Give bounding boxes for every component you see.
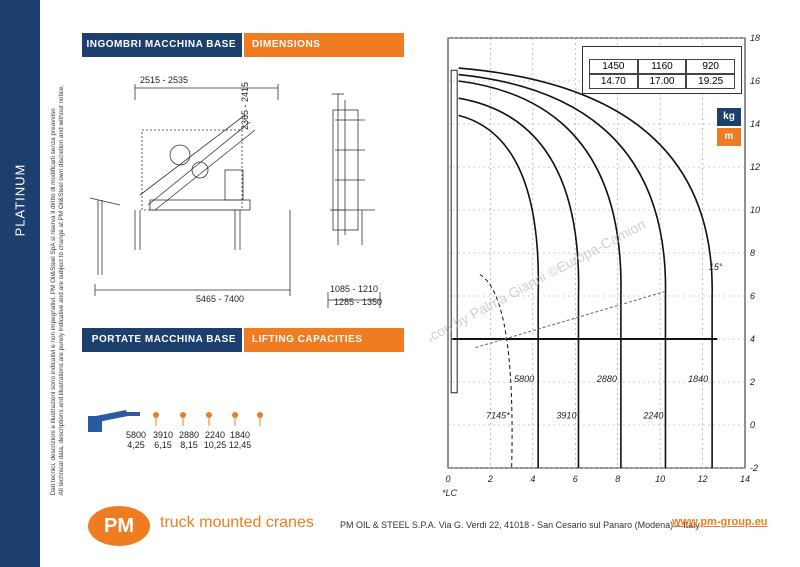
pm-logo: PM [88,506,150,546]
crane-column [450,69,458,394]
load-label: 3910 [556,411,576,421]
y-tick-label: 2 [749,377,755,387]
x-tick-label: 12 [698,474,708,484]
capacity-2-m: 6,15 [154,440,172,450]
reach-curve [458,80,622,468]
boom-angled [475,291,665,349]
load-label: 2880 [596,374,617,384]
capacity-4-kg: 2240 [204,430,226,440]
legend-r2c3: 19.25 [686,74,735,89]
disclaimer-it: Dati tecnici, descrizioni e illustrazion… [50,108,57,496]
capacity-crane-icon [88,410,263,432]
capacity-5-m: 12,45 [228,440,252,450]
dim-rear-1: 1085 - 1210 [330,284,379,294]
watermark: Falcon by Palma Gianni ©Europa-Camion [430,216,648,353]
reach-curve [458,114,540,468]
x-tick-label: 8 [615,474,620,484]
legend-r2c2: 17.00 [637,74,687,89]
capacity-1-kg: 5800 [125,430,147,440]
unit-kg: kg [717,108,741,126]
y-tick-label: 18 [750,33,760,43]
reach-curve-dashed [479,274,513,469]
x-tick-label: 10 [655,474,665,484]
legend-r1c1: 1450 [589,59,638,74]
y-tick-label: 16 [750,76,760,86]
x-tick-label: 14 [740,474,750,484]
y-tick-label: 14 [750,119,760,129]
capacity-3-m: 8,15 [180,440,198,450]
footer-slogan: truck mounted cranes [160,514,314,531]
capacity-5-kg: 1840 [229,430,251,440]
y-tick-label: 0 [750,420,755,430]
capacities-header-it: PORTATE MACCHINA BASE [82,328,242,352]
legend-grid: 1450 1160 920 14.70 17.00 19.25 [589,59,735,89]
capacities-header-en: LIFTING CAPACITIES [244,328,404,352]
legend-box: 1450 1160 920 14.70 17.00 19.25 [582,46,742,94]
capacity-3-kg: 2880 [178,430,200,440]
dimensions-header-en: DIMENSIONS [244,33,404,57]
dim-length-bottom: 5465 - 7400 [196,294,245,304]
reach-curve [458,97,580,468]
dimensions-drawing [89,84,381,308]
disclaimer-en: All technical data, descriptions and ill… [58,84,65,496]
y-tick-label: 12 [750,162,760,172]
dim-width-top: 2515 - 2535 [140,75,189,85]
capacity-2-kg: 3910 [152,430,174,440]
capacity-1-m: 4,25 [127,440,145,450]
disclaimer: Dati tecnici, descrizioni e illustrazion… [50,85,66,496]
legend-r2c1: 14.70 [589,74,638,89]
reach-curve [458,67,713,468]
footer-address: PM OIL & STEEL S.P.A. Via G. Verdi 22, 4… [340,520,700,530]
y-tick-label: 10 [750,205,760,215]
x-tick-label: 4 [530,474,535,484]
y-tick-label: 8 [750,248,755,258]
load-label: 2240 [642,411,663,421]
reach-curve [458,73,667,468]
load-label: 7145* [486,411,510,421]
x-axis-label: *LC [442,488,458,498]
dim-height-side: 2365 - 2415 [240,81,250,130]
angle-label: 15° [709,262,723,272]
capacity-4-m: 10,25 [203,440,227,450]
x-tick-label: 6 [573,474,578,484]
load-label: 5800 [514,374,534,384]
load-chart: 0 2 4 6 8 10 12 14 18 16 14 12 10 8 6 4 2 0 -2 *LC 15° 5800 28… [430,33,760,498]
y-tick-label: -2 [750,463,758,473]
legend-r1c2: 1160 [637,59,687,74]
legend-r1c3: 920 [686,59,735,74]
x-tick-label: 2 [487,474,493,484]
dimensions-header-it: INGOMBRI MACCHINA BASE [82,33,242,57]
y-tick-label: 6 [750,291,755,301]
load-label: 1840 [688,374,708,384]
footer-url[interactable]: www.pm-group.eu [672,516,768,528]
sidebar: PLATINUM [0,0,40,567]
dim-rear-2: 1285 - 1350 [334,297,383,307]
x-tick-label: 0 [445,474,450,484]
series-title: PLATINUM [12,163,28,237]
y-tick-label: 4 [750,334,755,344]
unit-m: m [717,128,741,146]
